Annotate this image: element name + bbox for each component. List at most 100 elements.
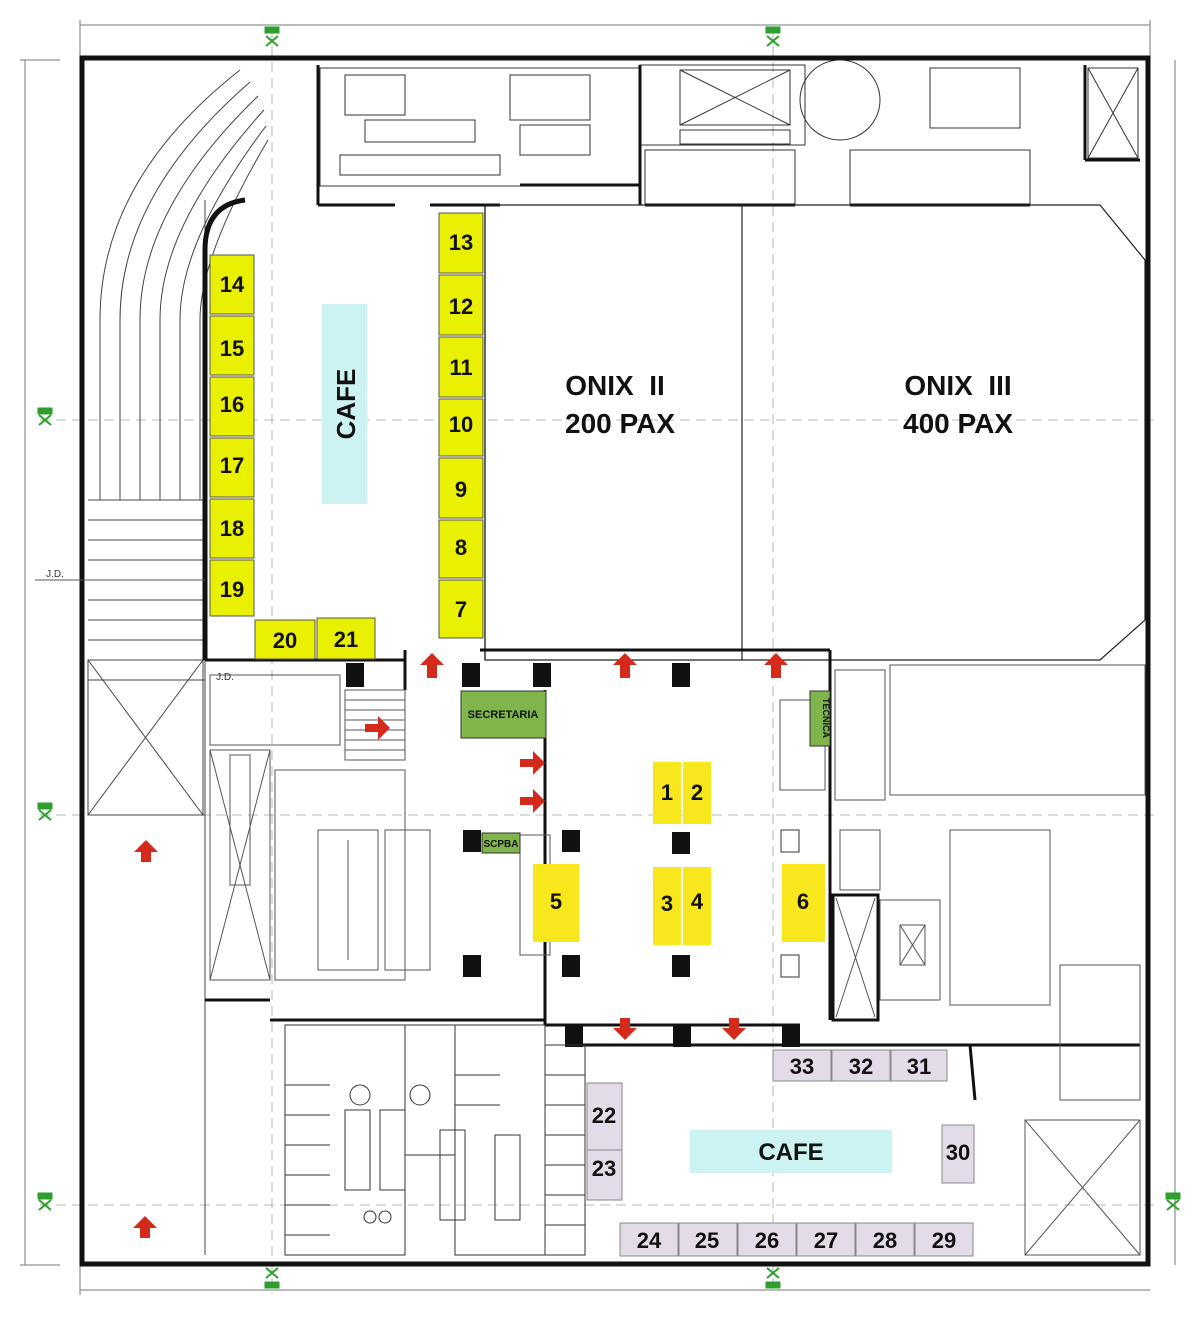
room-onix-3-capacity: 400 PAX (903, 408, 1013, 439)
parking-ramp (87, 69, 269, 1255)
axis-marker-icon (37, 802, 53, 821)
room-onix-2-capacity: 200 PAX (565, 408, 675, 439)
arrow-up-icon (420, 653, 444, 678)
booth-10-label: 10 (449, 412, 473, 437)
booth-20[interactable]: 20 (254, 619, 316, 660)
secretaria-label: SECRETARIA (468, 709, 539, 721)
booth-8-label: 8 (455, 535, 467, 560)
booth-18-label: 18 (220, 516, 244, 541)
scpba-room[interactable]: SCPBA (481, 832, 521, 854)
axis-markers (37, 26, 1181, 1289)
booth-14[interactable]: 14 (209, 254, 255, 315)
booth-6[interactable]: 6 (782, 864, 825, 942)
booth-1-label: 1 (661, 780, 673, 805)
booth-32[interactable]: 32 (831, 1049, 891, 1082)
lobby-lines (209, 664, 1146, 1256)
cafe-upper: CAFE (322, 304, 367, 504)
booth-16-label: 16 (220, 392, 244, 417)
room-onix-3-name: ONIX III (904, 370, 1011, 401)
booth-28[interactable]: 28 (855, 1222, 915, 1257)
booth-column-left: 14 15 16 17 18 19 (209, 254, 255, 617)
booth-3-label: 3 (661, 891, 673, 916)
kitchen-service-area (319, 59, 1139, 206)
arrow-right-icon (365, 716, 390, 740)
secretaria-room[interactable]: SECRETARIA (460, 690, 547, 739)
booth-13-label: 13 (449, 230, 473, 255)
axis-marker-icon (264, 26, 280, 47)
tecnica-label: TECNICA (821, 698, 831, 738)
booth-5-label: 5 (550, 889, 562, 914)
booth-33[interactable]: 33 (772, 1049, 832, 1082)
booth-29[interactable]: 29 (914, 1222, 974, 1257)
kitchen-walls (316, 65, 1140, 207)
room-onix-3[interactable]: ONIX III 400 PAX (903, 370, 1013, 439)
arrow-up-icon (764, 653, 788, 678)
booth-25[interactable]: 25 (678, 1222, 738, 1257)
cafe-lower: CAFE (690, 1130, 892, 1173)
booth-20-label: 20 (273, 628, 297, 653)
tecnica-room[interactable]: TECNICA (809, 690, 831, 747)
booth-12-label: 12 (449, 294, 473, 319)
booth-4[interactable]: 4 (683, 867, 711, 945)
booth-4-label: 4 (691, 889, 704, 914)
axis-marker-icon (37, 1192, 53, 1211)
arrow-down-icon (613, 1018, 637, 1040)
booth-9[interactable]: 9 (438, 457, 484, 519)
cafe-upper-label: CAFE (331, 369, 361, 440)
arrow-up-icon (133, 1216, 157, 1238)
jd-left-label: J.D. (46, 569, 64, 580)
dimension-lines (20, 20, 1176, 1295)
booth-26-label: 26 (755, 1228, 779, 1253)
booth-24[interactable]: 24 (619, 1222, 679, 1257)
booth-10[interactable]: 10 (438, 398, 484, 457)
building-outline (79, 55, 1151, 1267)
booth-30-label: 30 (946, 1140, 970, 1165)
booth-33-label: 33 (790, 1054, 814, 1079)
arrow-up-icon (134, 840, 158, 862)
booth-23[interactable]: 23 (586, 1149, 623, 1201)
booth-27[interactable]: 27 (796, 1222, 856, 1257)
booth-30[interactable]: 30 (941, 1124, 975, 1184)
booth-27-label: 27 (814, 1228, 838, 1253)
booth-26[interactable]: 26 (737, 1222, 797, 1257)
booth-15[interactable]: 15 (209, 315, 255, 376)
cafe-lower-label: CAFE (758, 1139, 823, 1166)
booth-2-label: 2 (691, 780, 703, 805)
booth-2[interactable]: 2 (683, 762, 711, 824)
booth-18[interactable]: 18 (209, 498, 255, 559)
booth-22-label: 22 (592, 1103, 616, 1128)
booth-1[interactable]: 1 (653, 762, 681, 824)
booth-21[interactable]: 21 (316, 617, 376, 660)
booth-11[interactable]: 11 (438, 336, 484, 398)
booth-12[interactable]: 12 (438, 274, 484, 336)
booth-32-label: 32 (849, 1054, 873, 1079)
booth-7[interactable]: 7 (438, 579, 484, 639)
columns (346, 663, 800, 1047)
booth-6-label: 6 (797, 889, 809, 914)
booth-column-center: 13 12 11 10 9 8 7 (438, 212, 484, 639)
booth-17-label: 17 (220, 453, 244, 478)
booth-28-label: 28 (873, 1228, 897, 1253)
arrow-down-icon (722, 1018, 746, 1040)
booth-13[interactable]: 13 (438, 212, 484, 274)
booth-17[interactable]: 17 (209, 437, 255, 498)
booth-16[interactable]: 16 (209, 376, 255, 437)
booth-9-label: 9 (455, 477, 467, 502)
booth-25-label: 25 (695, 1228, 719, 1253)
booth-31[interactable]: 31 (890, 1049, 948, 1082)
booth-8[interactable]: 8 (438, 519, 484, 579)
jd-inner-label: J.D. (216, 672, 234, 683)
booth-5[interactable]: 5 (533, 864, 579, 942)
axis-marker-icon (37, 407, 53, 426)
ramp-wall (202, 197, 246, 660)
booth-19[interactable]: 19 (209, 559, 255, 617)
booth-3[interactable]: 3 (653, 867, 681, 945)
booth-7-label: 7 (455, 597, 467, 622)
arrow-right-icon (520, 751, 545, 775)
booth-11-label: 11 (449, 355, 472, 380)
room-onix-2[interactable]: ONIX II 200 PAX (565, 370, 675, 439)
column-outlines (780, 829, 800, 978)
booth-22[interactable]: 22 (586, 1082, 623, 1151)
axis-marker-icon (765, 1267, 781, 1289)
axis-marker-icon (765, 26, 781, 47)
